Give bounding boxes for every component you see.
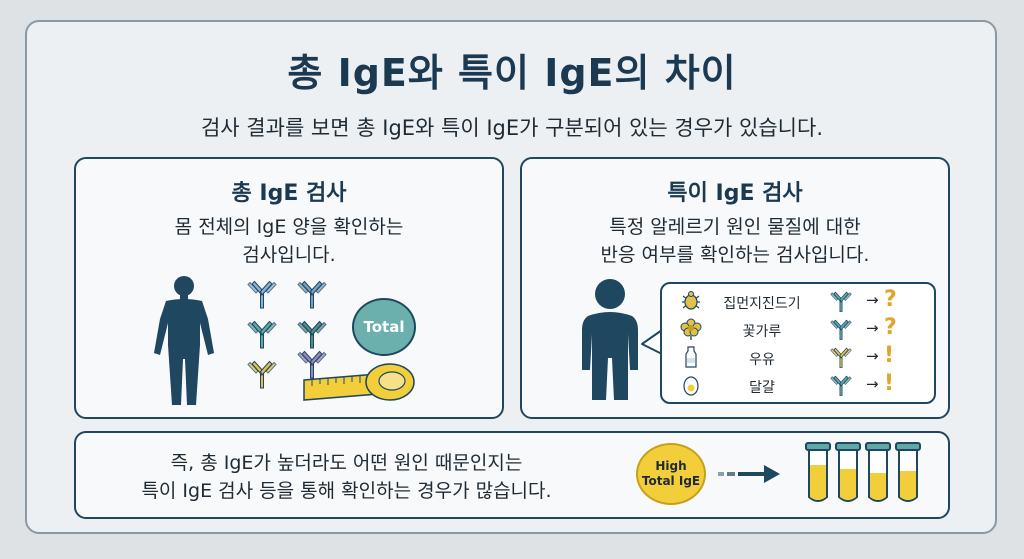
question-mark-icon: ? xyxy=(884,287,897,312)
page-title: 총 IgE와 특이 IgE의 차이 xyxy=(287,51,737,95)
antibody-icon xyxy=(830,347,852,368)
specific-ige-desc: 특정 알레르기 원인 물질에 대한 반응 여부를 확인하는 검사입니다. xyxy=(522,213,948,269)
total-ige-desc-line1: 몸 전체의 IgE 양을 확인하는 xyxy=(174,216,404,238)
pollen-flower-icon xyxy=(680,318,702,340)
allergen-label: 달걀 xyxy=(749,380,775,396)
total-ige-title: 총 IgE 검사 xyxy=(231,181,347,206)
total-ige-desc: 몸 전체의 IgE 양을 확인하는 검사입니다. xyxy=(76,213,502,269)
page-subtitle: 검사 결과를 보면 총 IgE와 특이 IgE가 구분되어 있는 경우가 있습니… xyxy=(200,116,823,140)
antibody-icon xyxy=(830,291,852,312)
total-label: Total xyxy=(363,318,405,336)
allergen-bubble: 집먼지진드기 → ? 꽃가루 → ? 우유 → xyxy=(660,282,936,404)
high-total-ige-badge: High Total IgE xyxy=(636,443,706,505)
person-icon xyxy=(582,279,638,400)
human-body-icon xyxy=(154,276,214,405)
allergen-label: 집먼지진드기 xyxy=(723,296,801,312)
summary-line1: 즉, 총 IgE가 높더라도 어떤 원인 때문인지는 xyxy=(170,452,523,474)
antibody-icon xyxy=(830,319,852,340)
allergen-label: 우유 xyxy=(749,352,775,368)
question-mark-icon: ? xyxy=(884,315,897,340)
summary-panel xyxy=(74,431,950,519)
arrow-icon: → xyxy=(866,319,879,337)
total-ige-panel: 총 IgE 검사 몸 전체의 IgE 양을 확인하는 검사입니다. xyxy=(74,157,504,419)
allergen-row: 달걀 → ! xyxy=(662,371,934,398)
arrow-icon: → xyxy=(866,375,879,393)
badge-line2: Total IgE xyxy=(641,474,701,488)
summary-line2: 특이 IgE 검사 등을 통해 확인하는 경우가 많습니다. xyxy=(141,480,552,502)
total-ige-desc-line2: 검사입니다. xyxy=(242,244,336,266)
specific-ige-title: 특이 IgE 검사 xyxy=(667,181,803,206)
allergen-row: 집먼지진드기 → ? xyxy=(662,287,934,314)
allergen-label: 꽃가루 xyxy=(742,324,782,340)
milk-bottle-icon xyxy=(685,346,697,368)
specific-ige-desc-line2: 반응 여부를 확인하는 검사입니다. xyxy=(600,244,870,266)
badge-line1: High xyxy=(655,459,687,473)
allergen-row: 우유 → ! xyxy=(662,343,934,370)
arrow-right-icon xyxy=(718,465,780,483)
antibody-icon xyxy=(830,375,852,396)
total-badge-circle: Total xyxy=(352,298,416,356)
test-tube-icon xyxy=(805,442,921,502)
exclamation-icon: ! xyxy=(884,343,895,368)
arrow-icon: → xyxy=(866,291,879,309)
summary-text: 즉, 총 IgE가 높더라도 어떤 원인 때문인지는 특이 IgE 검사 등을 … xyxy=(74,449,619,505)
specific-ige-desc-line1: 특정 알레르기 원인 물질에 대한 xyxy=(609,216,861,238)
measuring-tape-icon xyxy=(303,363,415,401)
dust-mite-icon xyxy=(682,291,700,310)
arrow-icon: → xyxy=(866,347,879,365)
exclamation-icon: ! xyxy=(884,371,895,396)
egg-icon xyxy=(683,376,699,396)
allergen-row: 꽃가루 → ? xyxy=(662,315,934,342)
